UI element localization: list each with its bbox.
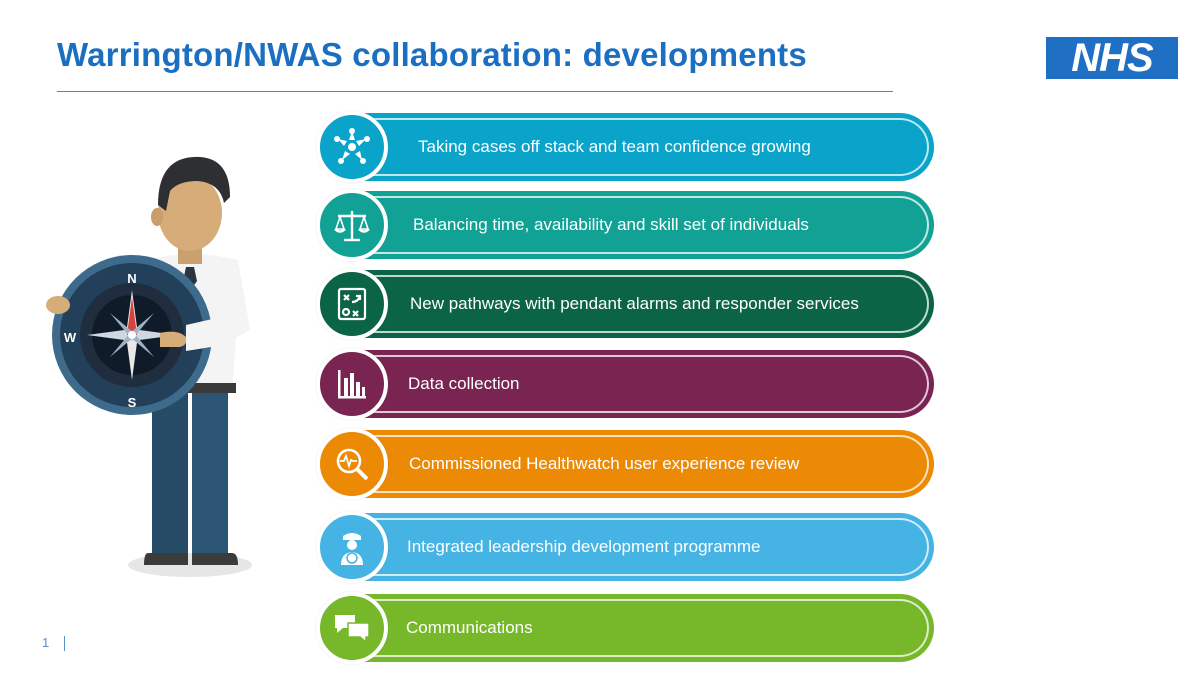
item-label: Data collection: [408, 374, 520, 393]
bar-chart-icon: [316, 348, 388, 420]
item-bar: [356, 191, 934, 259]
page-number: 1: [42, 635, 50, 650]
man-with-compass-illustration: N W S: [46, 156, 252, 577]
item-label: Commissioned Healthwatch user experience…: [409, 454, 800, 473]
item-bar: [356, 350, 934, 418]
speech-bubbles-icon: [316, 592, 388, 664]
list-item: Data collection: [316, 348, 936, 420]
list-item: Commissioned Healthwatch user experience…: [316, 428, 936, 500]
nhs-logo: NHS: [1046, 37, 1178, 79]
compass-south-label: S: [128, 395, 137, 410]
captain-helm-icon: [316, 511, 388, 583]
list-item: Taking cases off stack and team confiden…: [316, 111, 936, 183]
item-label: New pathways with pendant alarms and res…: [410, 294, 859, 313]
item-bar: [356, 513, 934, 581]
list-item: Integrated leadership development progra…: [316, 511, 936, 583]
item-label: Taking cases off stack and team confiden…: [418, 137, 811, 156]
list-item: Balancing time, availability and skill s…: [316, 189, 936, 261]
compass-north-label: N: [127, 271, 136, 286]
item-bar: [356, 430, 934, 498]
compass-west-label: W: [64, 330, 77, 345]
item-label: Communications: [406, 618, 533, 637]
list-item: Communications: [316, 592, 936, 664]
title-divider: [57, 91, 893, 92]
strategy-board-icon: [316, 268, 388, 340]
item-bar: [356, 594, 934, 662]
item-bar: [356, 113, 934, 181]
magnifier-pulse-icon: [316, 428, 388, 500]
item-bar: [356, 270, 934, 338]
item-label: Balancing time, availability and skill s…: [413, 215, 809, 234]
page-number-divider: [64, 636, 65, 651]
teamwork-hands-icon: [316, 111, 388, 183]
balance-scale-icon: [316, 189, 388, 261]
list-item: New pathways with pendant alarms and res…: [316, 268, 936, 340]
slide-title: Warrington/NWAS collaboration: developme…: [57, 36, 807, 73]
item-label: Integrated leadership development progra…: [407, 537, 761, 556]
